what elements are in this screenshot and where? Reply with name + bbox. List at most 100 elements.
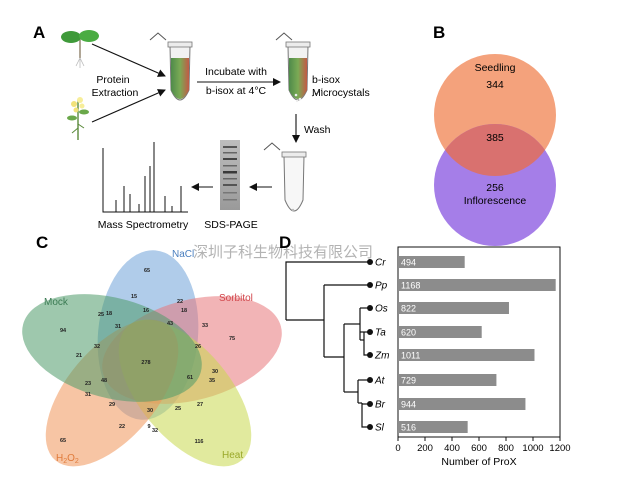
- tube-wash-icon: [263, 142, 307, 212]
- species-label: Sl: [375, 423, 385, 434]
- venn-region-count: 30: [212, 369, 218, 375]
- panel-a-label: A: [33, 23, 45, 42]
- venn-region-count: 65: [144, 268, 150, 274]
- x-tick-label: 600: [471, 443, 487, 454]
- bar-value-label: 494: [401, 258, 416, 268]
- bar-at: [398, 374, 497, 386]
- x-tick-label: 200: [417, 443, 433, 454]
- x-tick-label: 800: [498, 443, 514, 454]
- set-label-sorbitol: Sorbitol: [219, 293, 253, 304]
- seedling-icon: [61, 30, 99, 68]
- bar-value-label: 1011: [401, 351, 420, 361]
- venn-region-count: 116: [195, 439, 204, 445]
- set-label-mock: Mock: [44, 297, 69, 308]
- bar-os: [398, 302, 509, 314]
- venn-region-count: 27: [197, 402, 203, 408]
- venn-region-count: 43: [167, 321, 173, 327]
- mass-spectrum-plot: [102, 142, 188, 213]
- venn-region-count: 32: [94, 344, 100, 350]
- microcystals-label-1: b-isox: [312, 74, 341, 86]
- species-label: Br: [375, 400, 386, 411]
- venn-mock-ellipse: [22, 294, 202, 402]
- sds-page-gel-image: [220, 140, 240, 210]
- sds-page-label: SDS-PAGE: [204, 219, 257, 231]
- tree-tip-markers: [367, 259, 373, 430]
- venn-region-count: 33: [202, 323, 208, 329]
- venn-two-set: [434, 54, 556, 246]
- set-label-h2o2: H2O2: [56, 453, 79, 465]
- bar-value-label: 620: [401, 328, 416, 338]
- species-label: Zm: [374, 351, 389, 362]
- arrow-flower-to-tube: [91, 89, 166, 123]
- x-axis-label: Number of ProX: [441, 456, 516, 468]
- bar-sl: [398, 421, 468, 433]
- venn-region-count: 35: [209, 378, 215, 384]
- panel-b-label: B: [433, 23, 445, 42]
- bar-value-label: 729: [401, 376, 416, 386]
- inflorescence-label: Inflorescence: [464, 195, 527, 207]
- mass-spec-label: Mass Spectrometry: [98, 219, 189, 231]
- species-label: Cr: [375, 258, 386, 269]
- microcystals-pointer: [311, 89, 323, 97]
- venn-overlap: [434, 124, 556, 176]
- tube-extract-icon: [149, 32, 193, 101]
- overlap-count: 385: [486, 132, 504, 144]
- venn-region-count: 25: [175, 406, 181, 412]
- seedling-label: Seedling: [475, 62, 516, 74]
- x-tick-label: 400: [444, 443, 460, 454]
- bar-value-label: 944: [401, 400, 416, 410]
- seedling-only-count: 344: [486, 79, 504, 91]
- x-tick-label: 1000: [522, 443, 543, 454]
- set-label-nacl: NaCl: [172, 249, 194, 260]
- bar-br: [398, 398, 526, 410]
- inflorescence-only-count: 256: [486, 182, 504, 194]
- microcystals-label-2: Microcystals: [312, 87, 370, 99]
- arrow-seedling-to-tube: [91, 43, 166, 77]
- species-label: Ta: [375, 328, 386, 339]
- venn-region-count: 16: [143, 308, 149, 314]
- watermark-text: 深圳子科生物科技有限公司: [193, 244, 373, 261]
- venn-region-count: 15: [131, 294, 137, 300]
- species-label: Os: [375, 304, 388, 315]
- set-label-heat: Heat: [222, 450, 243, 461]
- bar-zm: [398, 349, 535, 361]
- venn-region-count: 23: [85, 381, 91, 387]
- panel-d-label: D: [279, 233, 291, 252]
- incubate-label-1: Incubate with: [205, 66, 267, 78]
- venn-region-count: 18: [181, 308, 187, 314]
- bar-value-label: 822: [401, 304, 416, 314]
- venn-region-count: 31: [115, 324, 121, 330]
- venn-region-count: 21: [76, 353, 82, 359]
- venn-region-count: 48: [101, 378, 107, 384]
- venn-region-count: 29: [109, 402, 115, 408]
- prox-bar-chart: 494Cr1168Pp822Os620Ta1011Zm729At944Br516…: [374, 246, 571, 468]
- wash-label: Wash: [304, 124, 331, 136]
- venn-region-count: 32: [152, 428, 158, 434]
- venn-region-count: 61: [187, 375, 193, 381]
- bar-pp: [398, 279, 556, 291]
- venn-region-count: 65: [60, 438, 66, 444]
- venn-region-count: 18: [106, 311, 112, 317]
- species-label: At: [374, 376, 386, 387]
- bar-ta: [398, 326, 482, 338]
- x-tick-label: 1200: [549, 443, 570, 454]
- flowering-plant-icon: [67, 97, 89, 140]
- venn-region-count: 9: [147, 424, 150, 430]
- venn-region-count: 75: [229, 336, 235, 342]
- venn-region-count: 278: [141, 360, 150, 366]
- venn-region-count: 26: [195, 344, 201, 350]
- venn-five-set: [22, 250, 282, 467]
- tube-incubate-icon: [275, 32, 311, 103]
- venn-region-count: 25: [98, 312, 104, 318]
- protein-extraction-label-2: Extraction: [92, 87, 139, 99]
- species-label: Pp: [375, 281, 388, 292]
- bar-cr: [398, 256, 465, 268]
- venn-region-count: 94: [60, 328, 67, 334]
- venn-region-count: 30: [147, 408, 153, 414]
- venn-region-count: 31: [85, 392, 91, 398]
- protein-extraction-label-1: Protein: [96, 74, 129, 86]
- panel-c-label: C: [36, 233, 48, 252]
